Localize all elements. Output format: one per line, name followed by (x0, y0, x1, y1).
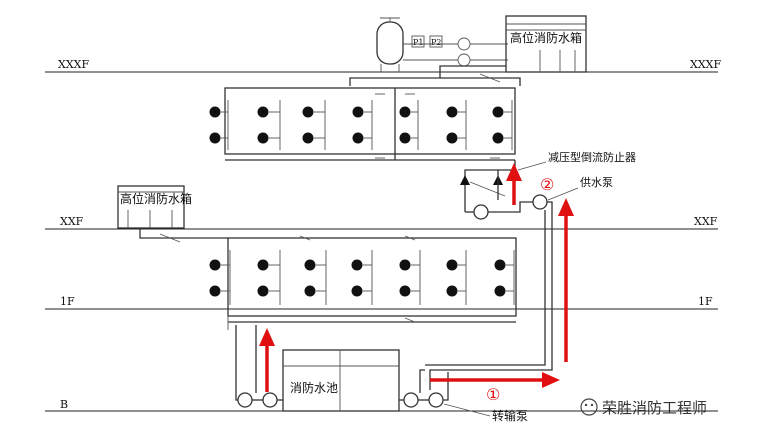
sprinkler-icon (302, 132, 314, 144)
p1-box (411, 35, 425, 48)
lower-pump-2-icon (262, 392, 278, 408)
lower-pump-1-icon (237, 392, 253, 408)
sprinkler-icon (446, 106, 458, 118)
supply-pump-1-icon (473, 204, 489, 220)
sprinkler-icon (351, 285, 363, 297)
floor-label-mid-right: XXF (694, 215, 718, 228)
flow-arrow-supply-head (506, 163, 522, 181)
supply-pump-label: 供水泵 (580, 175, 613, 189)
sprinkler-icon (304, 259, 316, 271)
sprinkler-icon (399, 132, 411, 144)
sprinkler-icon (209, 285, 221, 297)
valve-mid (159, 233, 181, 243)
sprinkler-icon (209, 259, 221, 271)
sprinkler-icon (209, 132, 221, 144)
floor-label-basement-left: B (60, 398, 68, 411)
sprinkler-icon (492, 132, 504, 144)
watermark-text: 荣胜消防工程师 (602, 399, 707, 417)
sprinkler-icon (352, 106, 364, 118)
booster-pump-1-icon (457, 37, 471, 51)
prv-label: 减压型倒流防止器 (548, 150, 636, 164)
transfer-pump-label: 转输泵 (492, 408, 528, 423)
pressure-tank (376, 21, 404, 65)
sprinkler-icon (209, 106, 221, 118)
sprinkler-icon (399, 285, 411, 297)
check-valve-left-icon (460, 175, 470, 185)
fire-pool (282, 349, 400, 412)
sprinkler-icon (399, 106, 411, 118)
sprinkler-icon (446, 259, 458, 271)
flow-arrow-riser-head (558, 198, 574, 216)
marker-two: ② (540, 175, 554, 194)
upper-sprinkler-heads (209, 106, 512, 144)
p2-label: P2 (431, 38, 441, 47)
valve-top (479, 73, 501, 83)
transfer-pump-2-icon (428, 392, 444, 408)
supply-pump-2-icon (532, 194, 548, 210)
floor-label-mid-left: XXF (60, 215, 84, 228)
floor-label-roof-right: XXXF (690, 58, 721, 71)
lower-sprinkler-heads (209, 259, 514, 297)
upper-zone-network (224, 87, 516, 161)
p1-label: P1 (413, 38, 423, 47)
sprinkler-icon (257, 132, 269, 144)
floor-label-first-left: 1F (60, 295, 75, 308)
marker-one: ① (486, 385, 500, 404)
roof-tank-label: 高位消防水箱 (510, 30, 582, 45)
watermark: 荣胜消防工程师 (580, 398, 707, 417)
booster-pump-2-icon (457, 53, 471, 67)
mid-tank (117, 185, 185, 229)
transfer-pump-1-icon (403, 392, 419, 408)
sprinkler-icon (399, 259, 411, 271)
sprinkler-icon (257, 285, 269, 297)
lower-zone-network (227, 235, 517, 330)
lower-loop-main (227, 237, 517, 317)
sprinkler-icon (351, 259, 363, 271)
mid-pump-station: 减压型倒流防止器 供水泵 (425, 150, 636, 390)
floor-lines (45, 71, 718, 412)
sprinkler-icon (352, 132, 364, 144)
mid-tank-group: 高位消防水箱 (117, 185, 228, 243)
floor-label-first-right: 1F (698, 295, 713, 308)
fire-pool-label: 消防水池 (290, 380, 338, 395)
flow-arrows: ① ② (259, 163, 574, 404)
p2-box (429, 35, 443, 48)
roof-tank (505, 15, 587, 73)
floor-label-roof-left: XXXF (58, 58, 89, 71)
sprinkler-icon (494, 259, 506, 271)
upper-loop-main (224, 87, 516, 155)
sprinkler-icon (257, 259, 269, 271)
basement-equipment: 消防水池 转输泵 (235, 325, 528, 423)
top-equipment: P1 P2 高位消防水箱 (349, 15, 587, 86)
sprinkler-icon (446, 285, 458, 297)
wechat-icon (580, 398, 598, 416)
mid-tank-label: 高位消防水箱 (120, 191, 192, 206)
flow-arrow-lower-head (259, 328, 275, 346)
sprinkler-icon (257, 106, 269, 118)
sprinkler-icon (304, 285, 316, 297)
flow-arrow-transfer-head (542, 372, 560, 388)
sprinkler-icon (446, 132, 458, 144)
sprinkler-icon (494, 285, 506, 297)
sprinkler-icon (492, 106, 504, 118)
sprinkler-icon (302, 106, 314, 118)
